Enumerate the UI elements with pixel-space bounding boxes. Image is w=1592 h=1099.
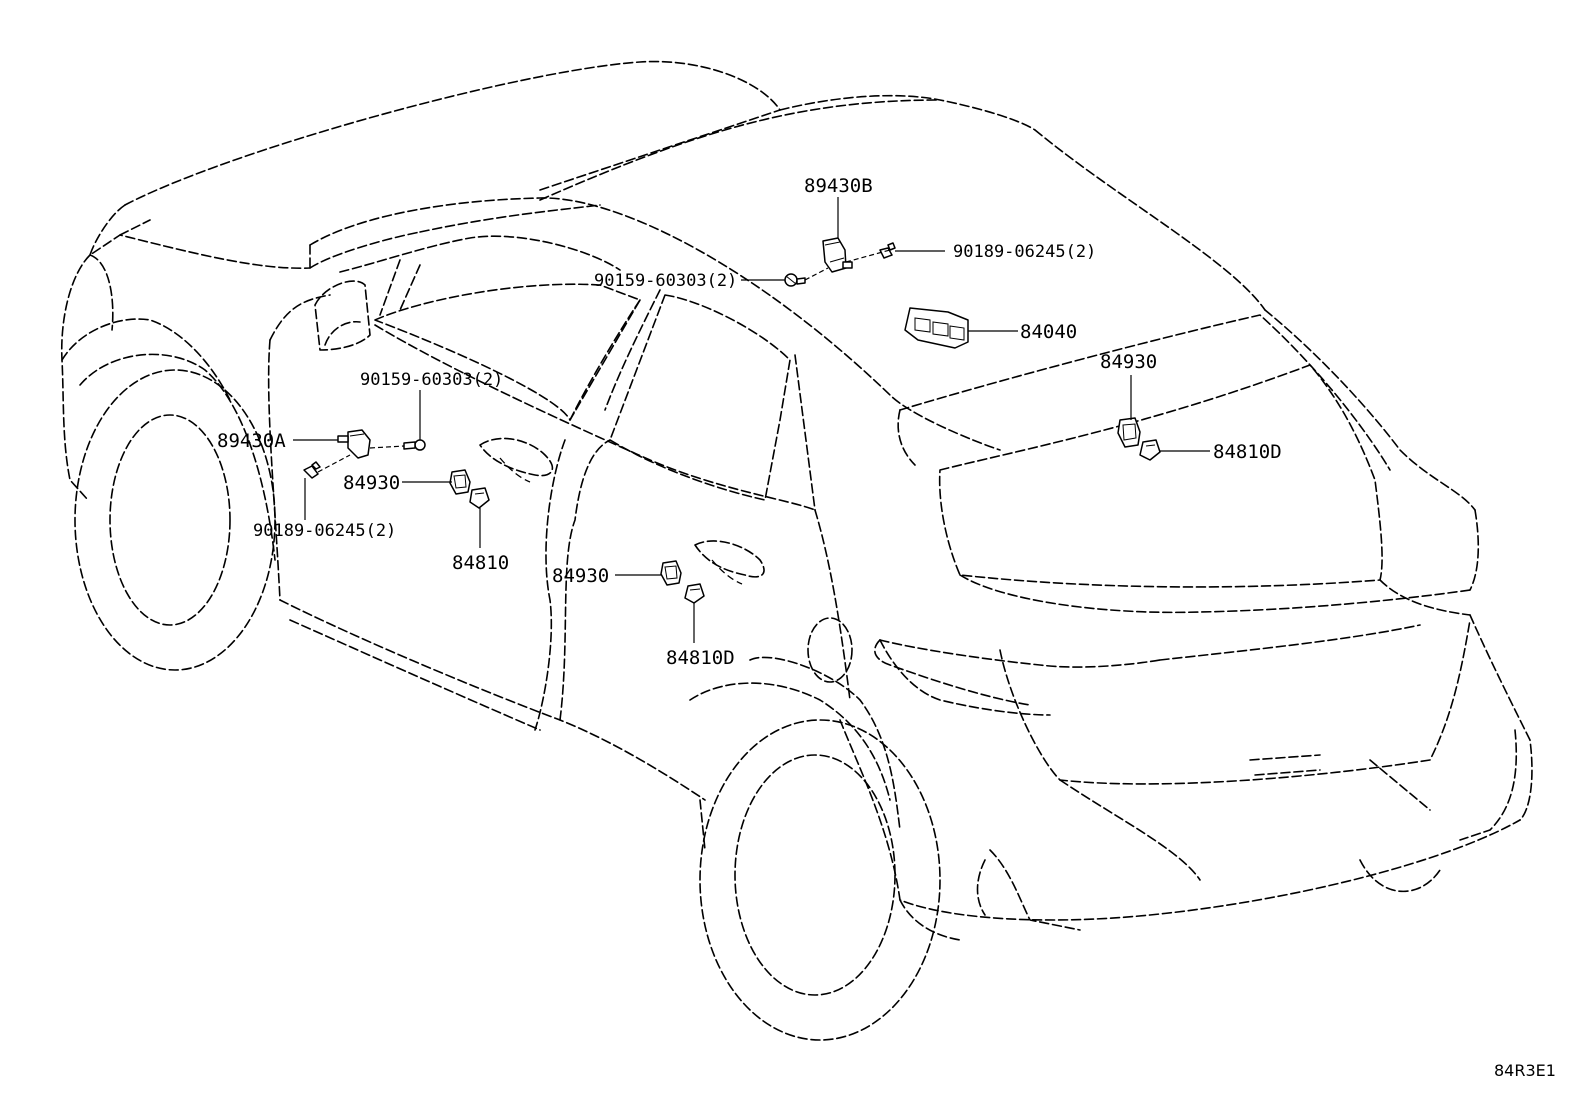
part-90189-clip-left [303, 461, 321, 479]
part-89430A-sensor [337, 429, 371, 459]
label-84810D-mid: 84810D [666, 647, 735, 669]
part-84930-mid-switch [660, 560, 682, 586]
part-84930-right-switch [1117, 417, 1141, 448]
label-84930-right: 84930 [1100, 351, 1157, 373]
label-90159-60303-top: 90159-60303(2) [594, 271, 737, 291]
part-84810D-mid-switch [684, 583, 705, 604]
label-89430A: 89430A [217, 430, 286, 452]
vehicle-outline [60, 60, 1533, 1041]
part-84810D-right-switch [1139, 439, 1161, 461]
leader-lines [293, 197, 1210, 643]
label-84810: 84810 [452, 552, 509, 574]
part-89430B-sensor [822, 237, 853, 273]
label-90189-06245-top: 90189-06245(2) [953, 242, 1096, 262]
label-89430B: 89430B [804, 175, 873, 197]
part-90159-bolt-left [403, 439, 426, 451]
label-90189-06245-left: 90189-06245(2) [253, 521, 396, 541]
part-labels: 89430B 90189-06245(2) 90159-60303(2) 840… [217, 175, 1556, 1080]
label-84930-left: 84930 [343, 472, 400, 494]
label-84930-mid: 84930 [552, 565, 609, 587]
label-84040: 84040 [1020, 321, 1077, 343]
label-90159-60303-left: 90159-60303(2) [360, 370, 503, 390]
figure-code: 84R3E1 [1494, 1061, 1556, 1080]
part-90159-bolt-top [784, 273, 806, 287]
part-84810-switch [469, 487, 490, 509]
label-84810D-right: 84810D [1213, 441, 1282, 463]
part-84930-left-switch [449, 469, 471, 495]
part-84040-switch [904, 307, 969, 349]
